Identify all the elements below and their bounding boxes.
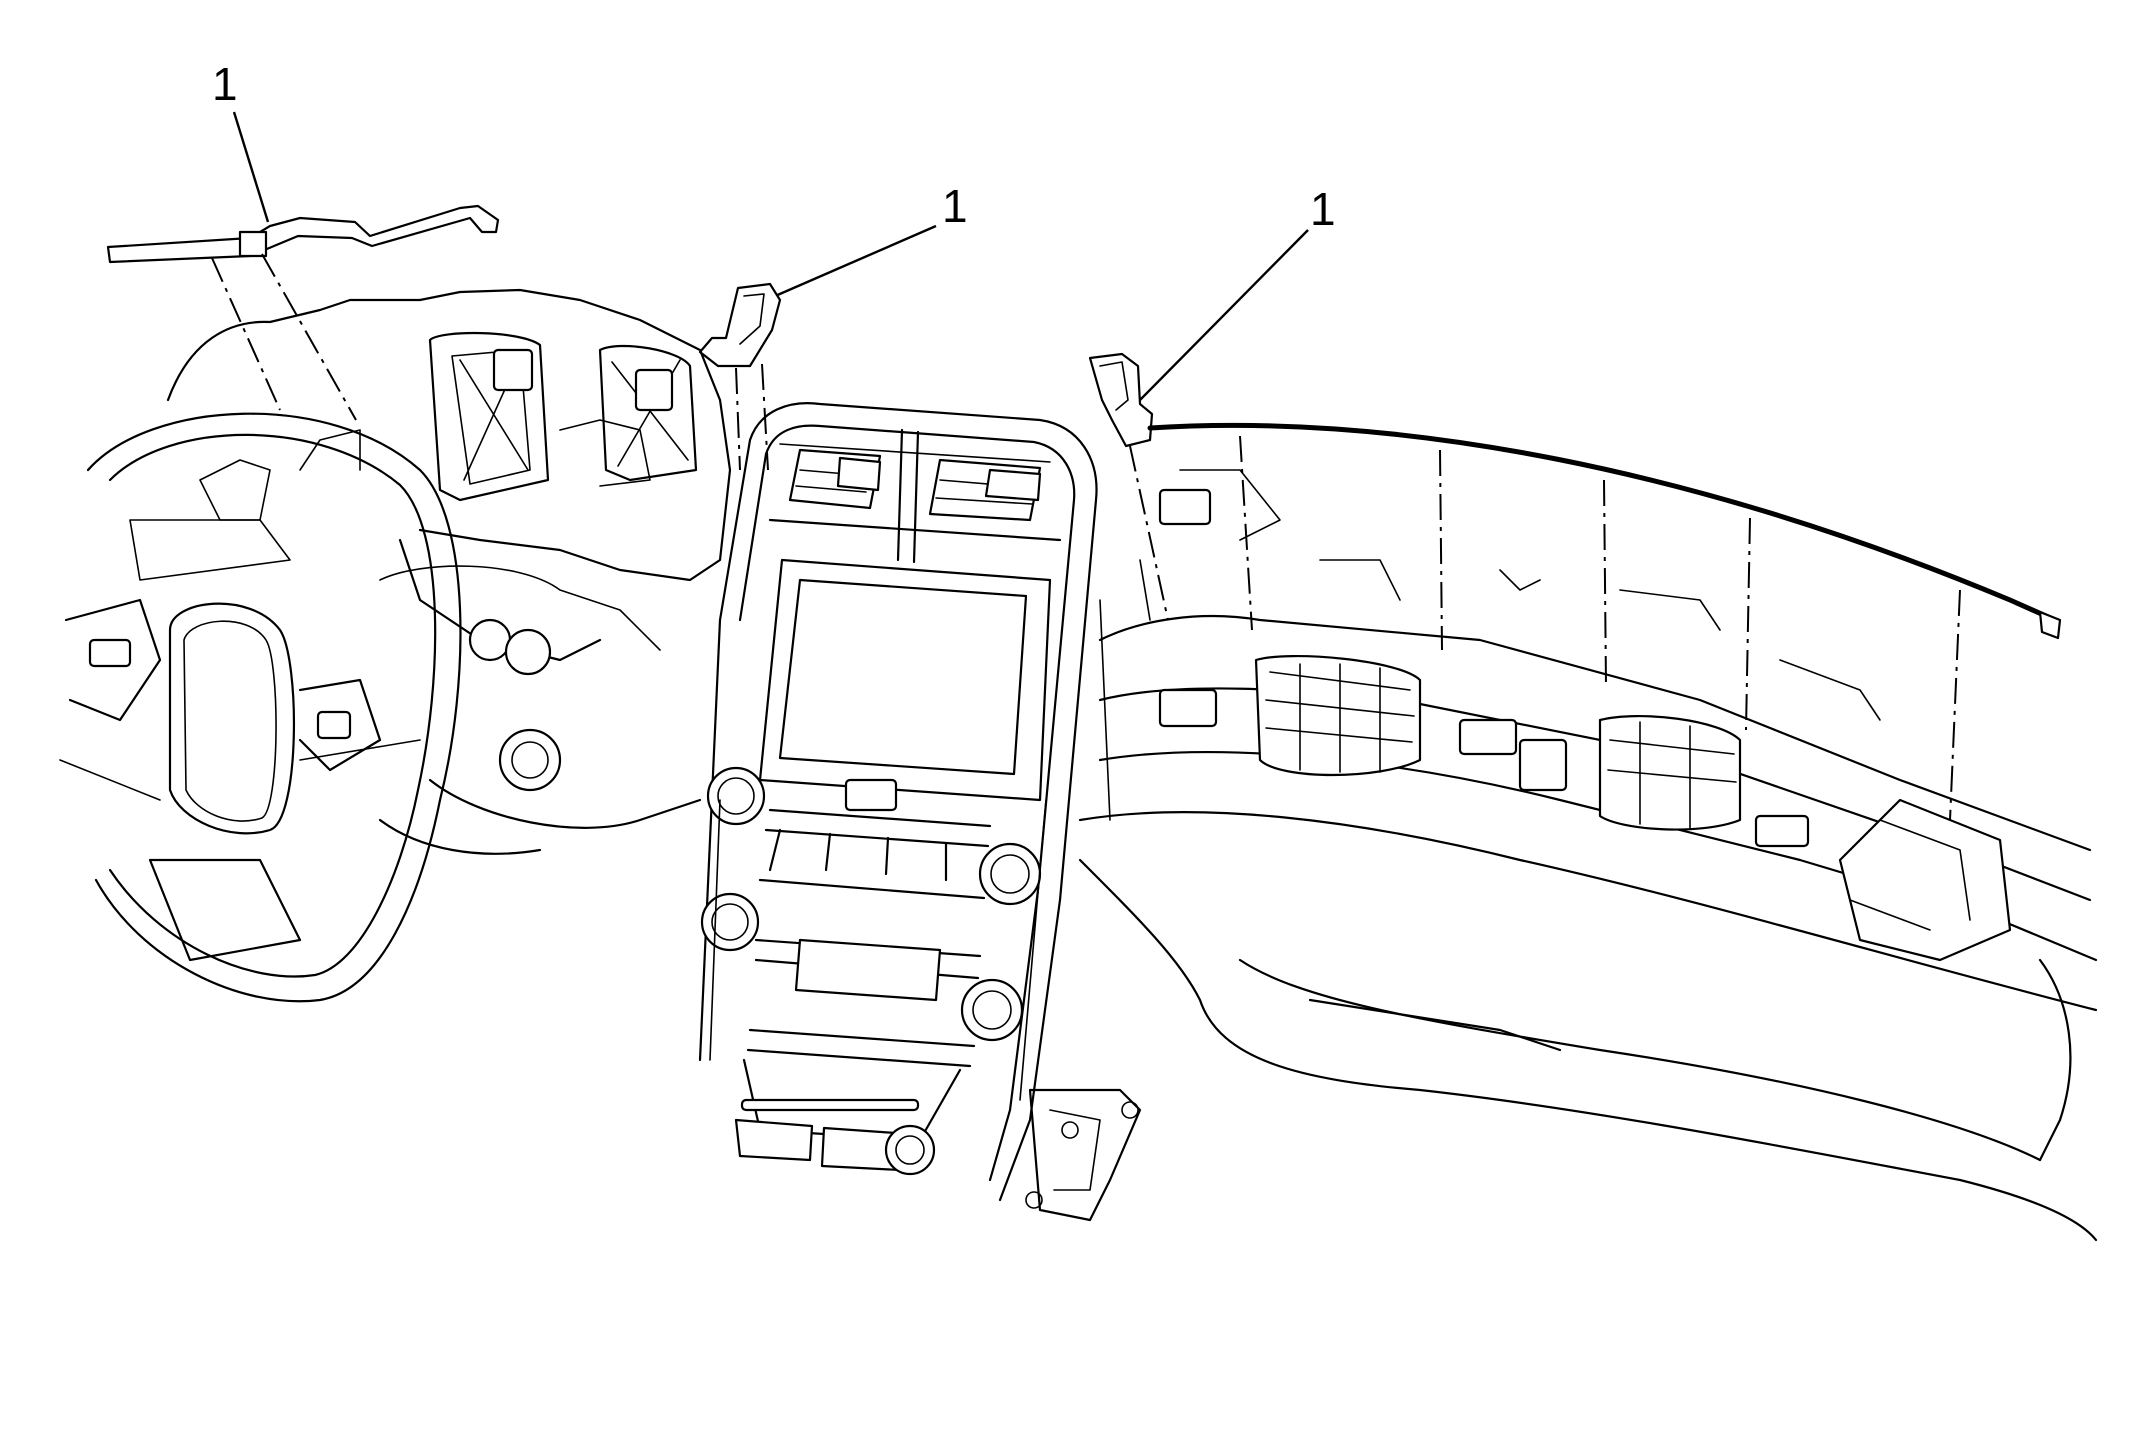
callout-1-left: 1: [212, 58, 270, 223]
callout-1-left-label: 1: [212, 58, 238, 110]
right-strip-alignment-line-4: [1603, 479, 1607, 687]
left-trim-alignment-line-b: [261, 253, 357, 421]
left-trim-alignment-line-a: [211, 257, 281, 411]
right-strip-alignment-line-5: [1745, 517, 1751, 731]
right-strip-alignment-line-1: [1129, 445, 1169, 621]
instrument-cluster-housing: [166, 288, 732, 855]
left-upper-trim-strip: [106, 204, 500, 421]
callout-1-center: 1: [765, 180, 968, 302]
center-retainer-clip: [698, 282, 782, 471]
callout-1-right: 1: [1139, 183, 1336, 401]
callout-1-right-leader: [1139, 229, 1309, 401]
right-strip-alignment-line-3: [1439, 449, 1443, 651]
steering-wheel: [59, 412, 462, 1003]
right-instrument-panel-body: [1025, 469, 2098, 1242]
center-clip-alignment-line-a: [735, 367, 741, 471]
right-strip-alignment-line-2: [1239, 435, 1253, 631]
callout-1-center-leader: [765, 224, 937, 302]
right-upper-trim-strip: [1088, 352, 2062, 821]
callout-1-center-label: 1: [942, 180, 968, 232]
center-stack-radio-bezel: [698, 402, 1098, 1202]
callout-1-right-label: 1: [1310, 183, 1336, 235]
callout-1-left-leader: [232, 111, 270, 223]
right-strip-alignment-line-6: [1949, 589, 1961, 821]
